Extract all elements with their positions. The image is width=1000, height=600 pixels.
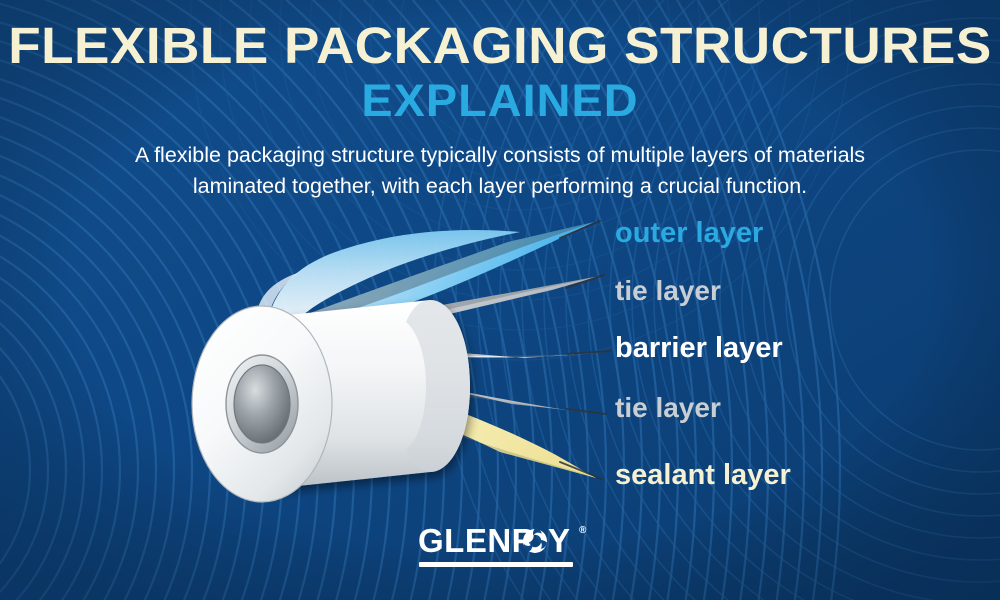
headline-sub: EXPLAINED	[361, 75, 639, 126]
logo-registered-mark: ®	[579, 525, 587, 536]
layer-label-barrier: barrier layer	[615, 332, 783, 364]
headline-main: FLEXIBLE PACKAGING STRUCTURES	[8, 17, 992, 74]
intro-line-1: A flexible packaging structure typically…	[134, 143, 866, 167]
page-title: FLEXIBLE PACKAGING STRUCTURES EXPLAINED	[0, 18, 1000, 126]
leader-tips	[559, 220, 611, 480]
glenroy-logo: GLENR Y ®	[418, 524, 593, 572]
layer-label-tie-1: tie layer	[615, 275, 721, 306]
logo-wordmark-suffix: Y	[548, 522, 571, 559]
intro-paragraph: A flexible packaging structure typically…	[50, 140, 950, 202]
layer-label-outer: outer layer	[615, 217, 764, 249]
logo-underline-bar	[419, 562, 573, 567]
layer-label-sealant: sealant layer	[615, 459, 791, 491]
layer-label-tie-2: tie layer	[615, 392, 721, 423]
logo-swirl-o-icon	[523, 528, 547, 553]
intro-line-2: laminated together, with each layer perf…	[192, 174, 808, 198]
film-roll-face	[191, 305, 333, 503]
logo-wordmark-prefix: GLENR	[418, 522, 536, 559]
